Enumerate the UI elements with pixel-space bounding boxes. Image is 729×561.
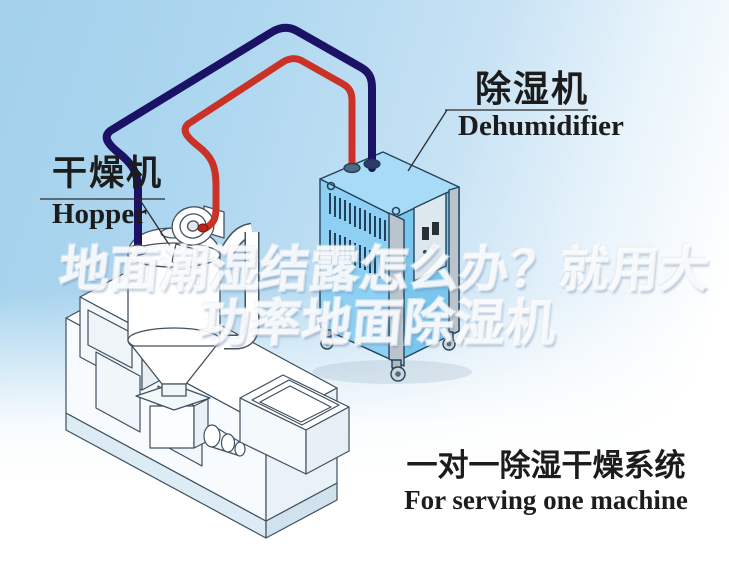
label-leader-lines xyxy=(40,109,588,247)
pipe-connectors xyxy=(128,158,381,256)
hopper-leader-line xyxy=(139,199,171,247)
hopper-label-zh: 干燥机 xyxy=(52,154,164,193)
dehumidifier-label-en: Dehumidifier xyxy=(458,110,624,142)
caption-block: 一对一除湿干燥系统 For serving one machine xyxy=(398,448,694,515)
caption-title-zh: 一对一除湿干燥系统 xyxy=(406,448,686,483)
dehumidifier-unit xyxy=(312,151,472,384)
vent-grille-lower xyxy=(329,230,386,280)
vent-grille-upper xyxy=(329,193,386,241)
dehumidifier-label-zh: 除湿机 xyxy=(475,68,590,109)
dehumidifier-leader-line xyxy=(407,109,448,172)
watermark-line-2: 功率地面除湿机 xyxy=(196,294,560,353)
pipes xyxy=(102,23,376,256)
supply-pipe xyxy=(181,55,356,233)
hopper-label-en: Hopper xyxy=(52,198,148,230)
hopper-dryer xyxy=(127,205,260,397)
control-panel xyxy=(413,192,447,282)
casters xyxy=(320,329,456,382)
return-pipe xyxy=(102,23,376,256)
caption-subtitle-en: For serving one machine xyxy=(404,484,688,515)
